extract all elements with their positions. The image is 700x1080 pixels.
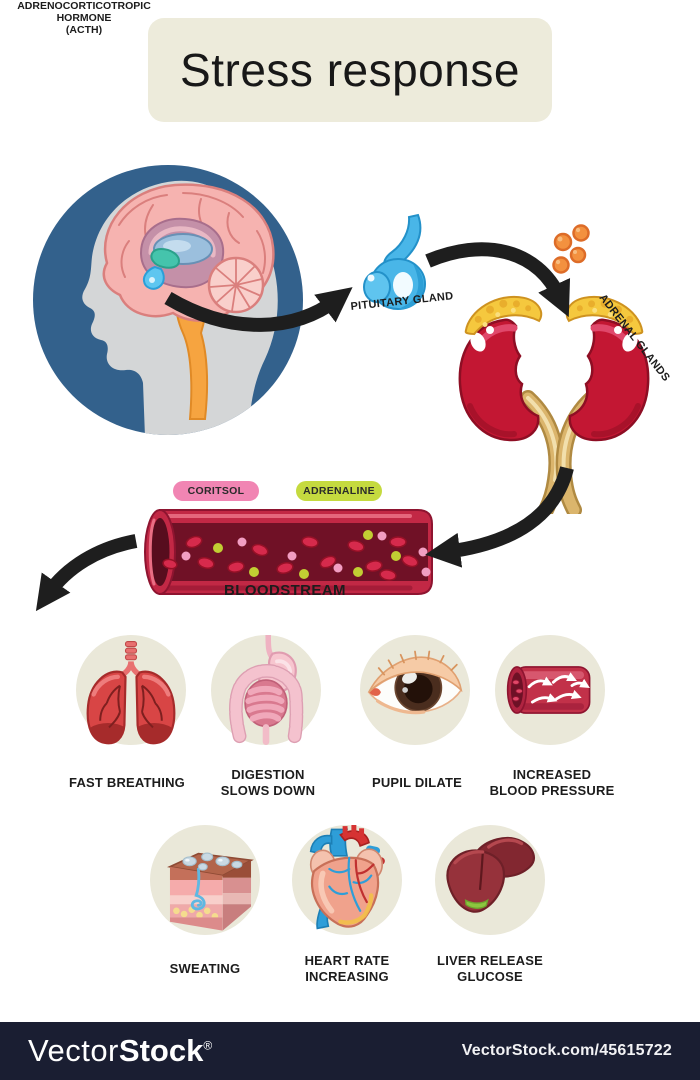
bloodstream-label: BLOODSTREAM [224, 582, 346, 599]
effect-label-sweating: SWEATING [120, 950, 290, 988]
intestines-icon [229, 635, 304, 745]
label-line: BLOOD PRESSURE [489, 783, 615, 798]
red-blood-cells [162, 535, 419, 581]
left-kidney [458, 318, 540, 442]
label-line: SWEATING [169, 960, 241, 976]
blood-vessel-icon [506, 666, 591, 714]
label-line: LIVER RELEASE [437, 952, 543, 968]
acth-line: ADRENOCORTICOTROPIC [17, 0, 151, 12]
arrow-bloodstream-out [35, 534, 138, 612]
lungs-icon [86, 641, 176, 745]
adrenal-glands-kidneys-illustration [458, 295, 650, 514]
effect-circle-blood-pressure [495, 635, 605, 745]
eye-icon [367, 650, 463, 715]
label-line: FAST BREATHING [69, 774, 185, 790]
effect-circle-fast-breathing [76, 635, 186, 745]
skin-sweat-icon [167, 852, 254, 931]
acth-line: (ACTH) [65, 24, 103, 36]
image-credit: VectorStock.com/45615722 [461, 1042, 672, 1059]
label-line: INCREASING [305, 969, 389, 984]
effect-label-liver: LIVER RELEASE GLUCOSE [405, 950, 575, 988]
effect-circle-digestion [211, 635, 321, 745]
effect-label-heart-rate: HEART RATE INCREASING [262, 950, 432, 988]
effect-label-digestion: DIGESTION SLOWS DOWN [183, 764, 353, 802]
head-brain-illustration [33, 165, 303, 435]
label-line: HEART RATE [304, 952, 390, 968]
label-line: SLOWS DOWN [220, 783, 316, 798]
label-line: DIGESTION [231, 766, 305, 782]
right-adrenal-cap [565, 295, 644, 336]
acth-dots [552, 224, 590, 274]
cortisol-tag: CORITSOL [173, 481, 259, 501]
heart-icon [309, 825, 385, 930]
footer-bar: VectorStock® VectorStock.com/45615722 [0, 1022, 700, 1080]
vectorstock-logo: VectorStock® [28, 1033, 212, 1069]
right-kidney [568, 318, 650, 442]
brand-light: Vector [28, 1033, 119, 1068]
effect-circle-pupil [360, 635, 470, 745]
label-line: PUPIL DILATE [371, 774, 463, 790]
effect-circle-heart-rate [292, 825, 402, 935]
liver-icon [446, 837, 535, 913]
adrenaline-dots [213, 530, 401, 579]
effect-circle-sweating [150, 825, 260, 935]
cortisol-dots [181, 531, 431, 577]
bloodstream-vessel-illustration [144, 509, 433, 595]
acth-label: ADRENOCORTICOTROPIC HORMONE (ACTH) [0, 0, 168, 36]
pituitary-gland-illustration [363, 213, 426, 310]
label-line: INCREASED [512, 766, 592, 782]
effect-label-blood-pressure: INCREASED BLOOD PRESSURE [467, 764, 637, 802]
effect-circle-liver [435, 825, 545, 935]
acth-line: HORMONE [56, 12, 112, 24]
page-title: Stress response [180, 44, 520, 96]
effect-label-fast-breathing: FAST BREATHING [42, 764, 212, 802]
title-box: Stress response [148, 18, 552, 122]
registered-mark: ® [203, 1038, 213, 1053]
adrenaline-tag: ADRENALINE [296, 481, 382, 501]
effect-label-pupil: PUPIL DILATE [332, 764, 502, 802]
label-line: GLUCOSE [457, 969, 523, 984]
brand-bold: Stock [118, 1033, 204, 1068]
